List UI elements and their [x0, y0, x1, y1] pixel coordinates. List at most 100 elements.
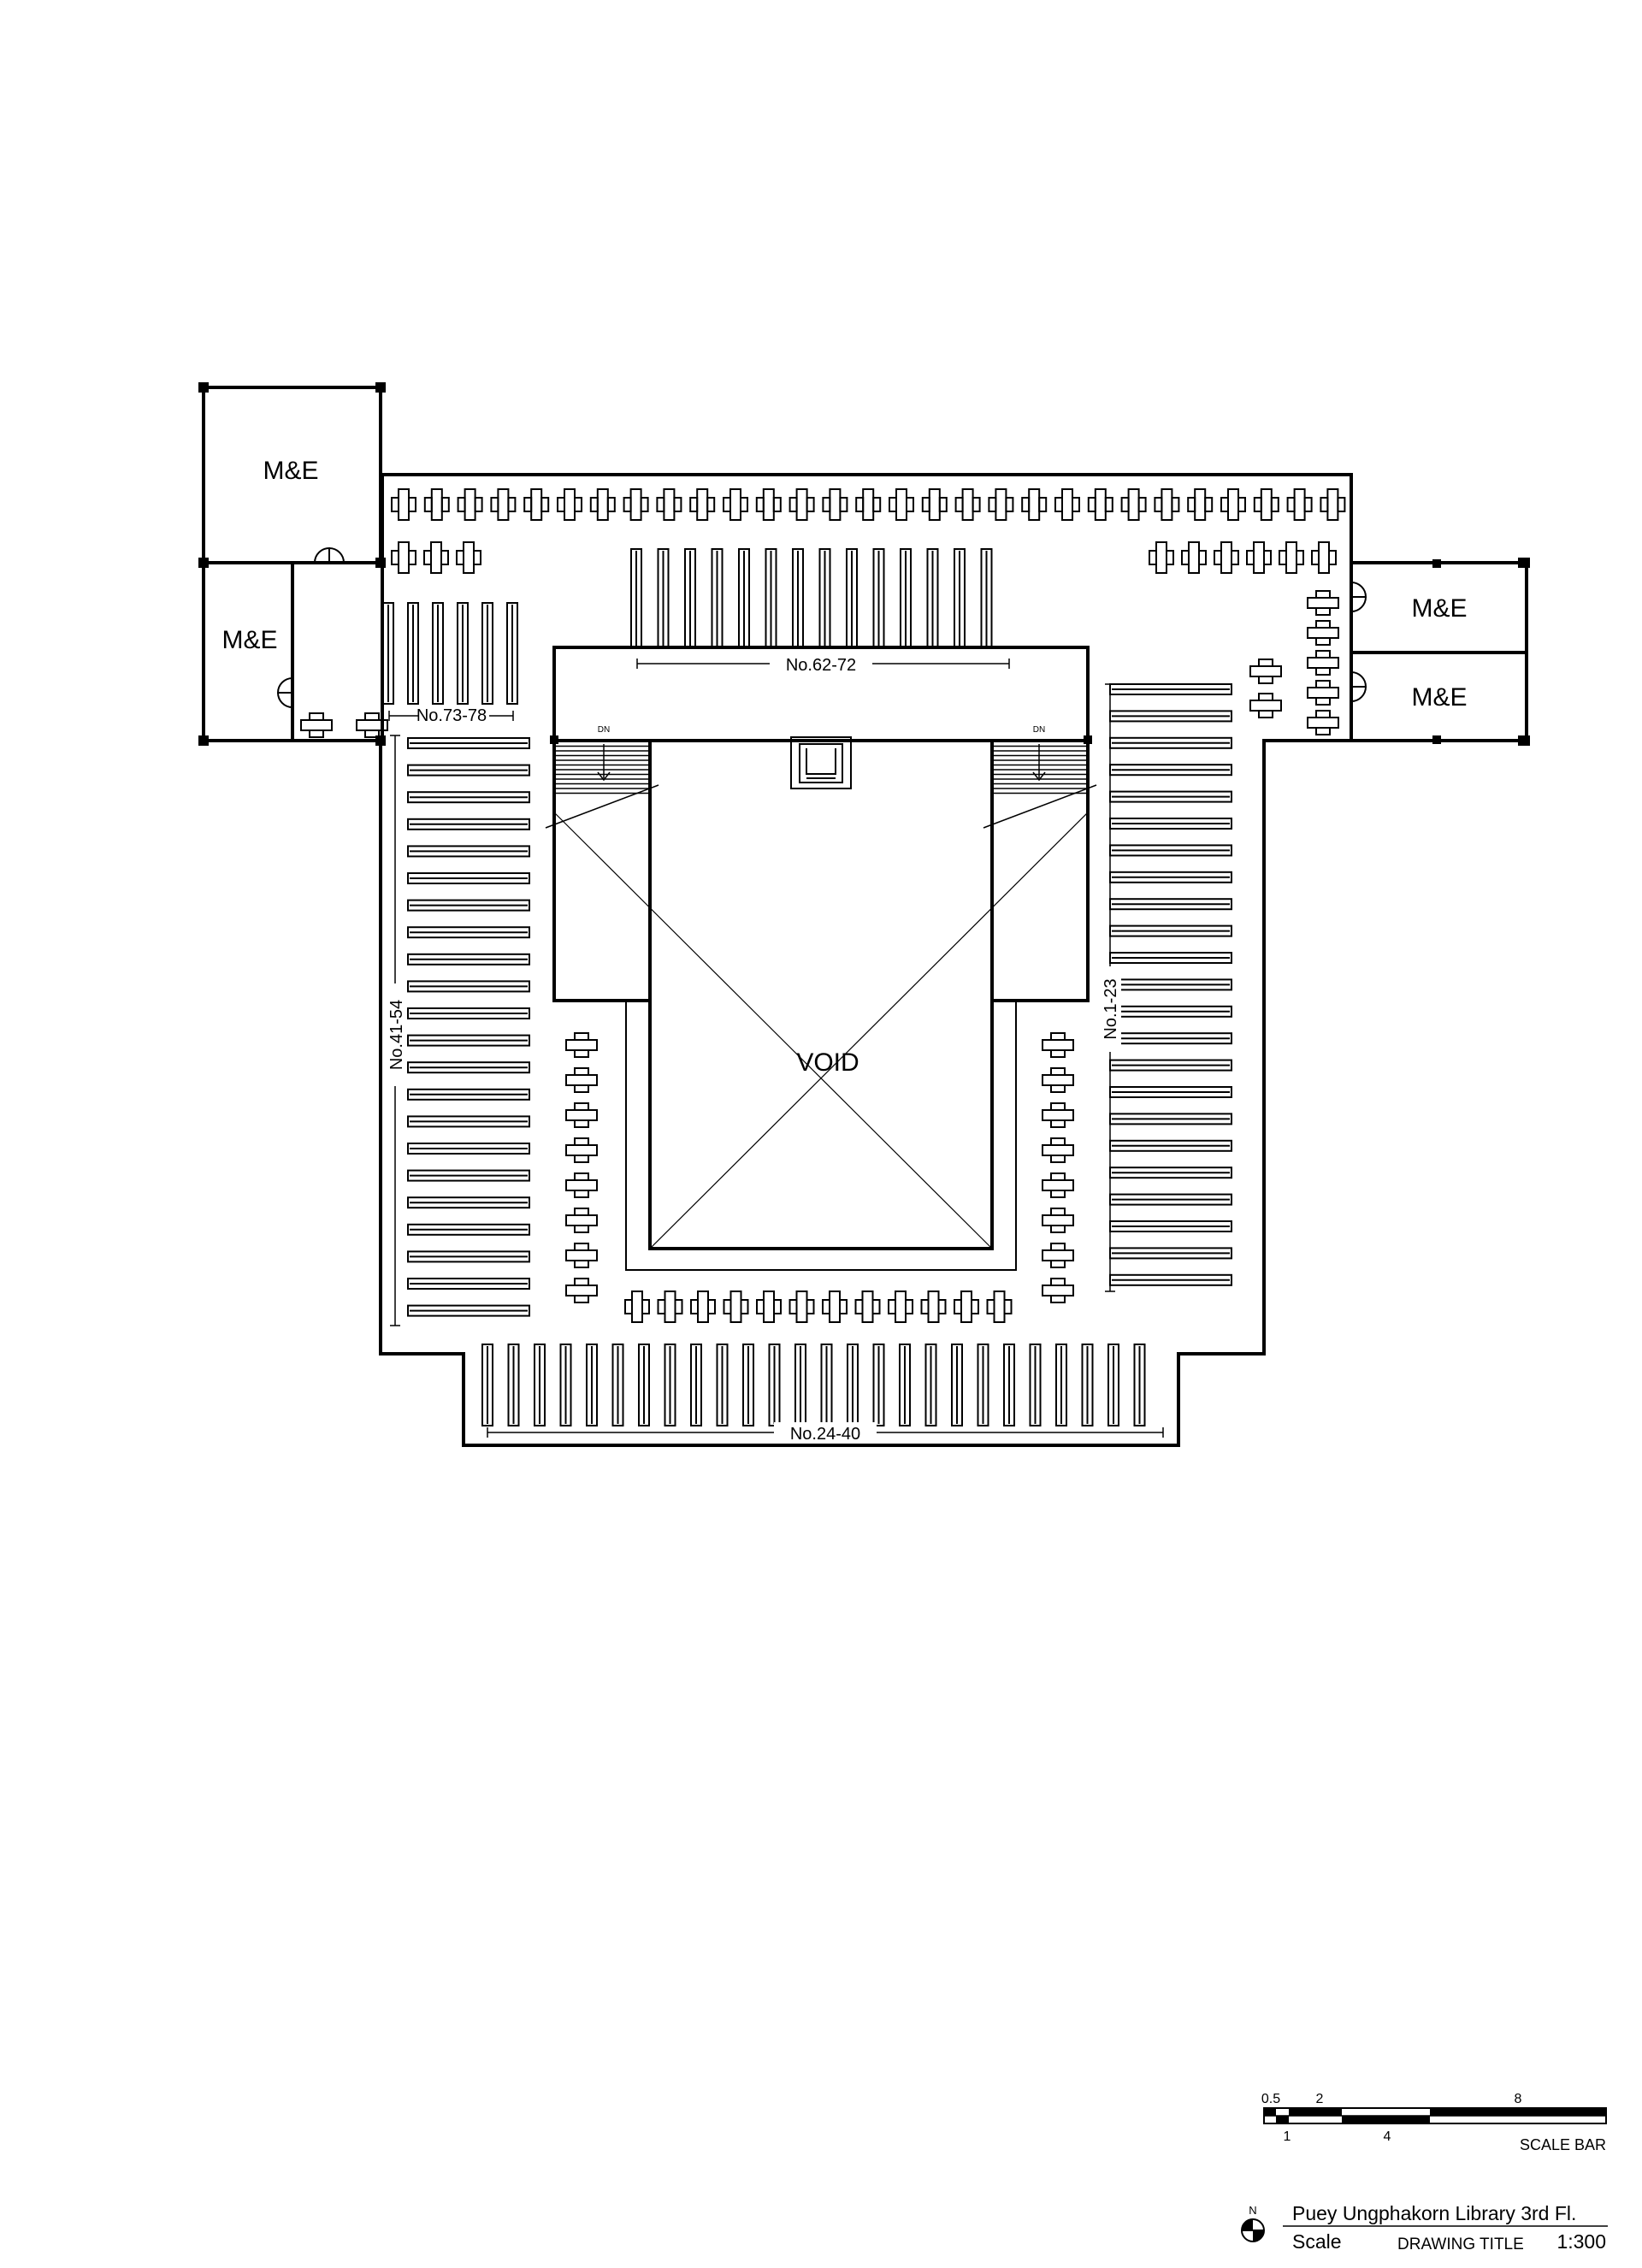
- chair: [1166, 550, 1174, 565]
- desk: [1161, 488, 1173, 521]
- desk: [1227, 488, 1239, 521]
- stack-shelf: [1109, 898, 1232, 911]
- stack-shelf: [407, 953, 530, 966]
- me-rooms-left: [202, 386, 382, 742]
- chair: [523, 497, 533, 512]
- desk: [697, 1291, 709, 1323]
- stack-shelf: [407, 872, 530, 884]
- desk: [565, 1039, 598, 1051]
- chair: [1005, 497, 1014, 512]
- desk: [1249, 700, 1282, 712]
- chair: [822, 1299, 830, 1314]
- north-arrow-icon: N: [1241, 2204, 1265, 2242]
- stack-shelf: [407, 818, 530, 830]
- desk: [1307, 627, 1339, 639]
- chair: [855, 497, 865, 512]
- stack-shelf: [765, 548, 777, 648]
- chair: [623, 497, 632, 512]
- chair: [540, 497, 550, 512]
- desk: [729, 1291, 742, 1323]
- desk: [696, 488, 709, 521]
- desk: [1318, 541, 1330, 574]
- chair: [1253, 497, 1262, 512]
- chair: [1050, 1032, 1066, 1041]
- chair: [507, 497, 517, 512]
- chair: [1187, 497, 1196, 512]
- stack-shelf: [481, 1344, 493, 1426]
- desk: [961, 488, 974, 521]
- chair: [1050, 1119, 1066, 1128]
- chair: [1137, 497, 1147, 512]
- chair: [1154, 497, 1163, 512]
- desk: [1042, 1285, 1074, 1296]
- stack-shelf: [1109, 764, 1232, 777]
- desk: [464, 488, 476, 521]
- chair: [1104, 497, 1113, 512]
- stack-shelf: [1109, 790, 1232, 803]
- desk: [629, 488, 642, 521]
- stack-shelf: [924, 1344, 937, 1426]
- chair: [755, 497, 765, 512]
- chair: [656, 497, 665, 512]
- desk: [1307, 597, 1339, 609]
- desk: [1307, 717, 1339, 729]
- stack-shelf: [1109, 952, 1232, 964]
- chair: [1050, 1225, 1066, 1233]
- chair: [574, 1295, 589, 1303]
- chair: [474, 497, 483, 512]
- desk: [565, 1179, 598, 1191]
- stack-shelf: [1109, 1247, 1232, 1260]
- desk: [565, 1144, 598, 1156]
- stack-shelf: [1109, 1166, 1232, 1179]
- chair: [574, 1032, 589, 1041]
- desk: [1307, 687, 1339, 699]
- desk: [895, 488, 907, 521]
- scale-tick-0-5: 0.5: [1261, 2092, 1280, 2106]
- desk: [1042, 1214, 1074, 1226]
- chair: [921, 497, 930, 512]
- chair: [574, 1278, 589, 1286]
- chair: [674, 1299, 683, 1314]
- desk: [829, 488, 842, 521]
- chair: [640, 497, 649, 512]
- desk: [995, 488, 1007, 521]
- stack-shelf: [872, 1344, 885, 1426]
- chair: [789, 1299, 798, 1314]
- desk: [861, 1291, 874, 1323]
- chair: [1050, 1067, 1066, 1076]
- chair: [1204, 497, 1214, 512]
- chair: [574, 1225, 589, 1233]
- stack-shelf: [664, 1344, 676, 1426]
- chair: [971, 1299, 979, 1314]
- chair: [473, 550, 481, 565]
- stack-shelf: [711, 548, 724, 648]
- chair: [707, 1299, 716, 1314]
- chair: [1050, 1172, 1066, 1181]
- chair: [1315, 590, 1331, 599]
- stack-shelf: [900, 548, 912, 648]
- chair: [1270, 497, 1279, 512]
- stack-shelf: [899, 1344, 911, 1426]
- chair: [1315, 727, 1331, 735]
- chair: [986, 1299, 995, 1314]
- stack-shelf: [1109, 818, 1232, 830]
- scale-label: Scale: [1292, 2230, 1342, 2253]
- range-label-bottom: No.24-40: [790, 1425, 860, 1444]
- desk: [565, 1214, 598, 1226]
- desk: [565, 1249, 598, 1261]
- elevator-icon: [790, 736, 852, 789]
- stack-shelf: [1109, 1273, 1232, 1286]
- desk: [565, 1074, 598, 1086]
- desk: [1253, 541, 1265, 574]
- chair: [1214, 550, 1222, 565]
- stair-dn-right: DN: [1033, 725, 1045, 735]
- me-columns-left: [198, 382, 386, 746]
- chair: [1181, 550, 1190, 565]
- chair: [1286, 497, 1296, 512]
- stack-shelf: [407, 764, 530, 777]
- chair: [606, 497, 616, 512]
- chair: [574, 497, 582, 512]
- chair: [309, 729, 324, 738]
- chair: [1258, 659, 1273, 667]
- stair-dn-left: DN: [598, 725, 610, 735]
